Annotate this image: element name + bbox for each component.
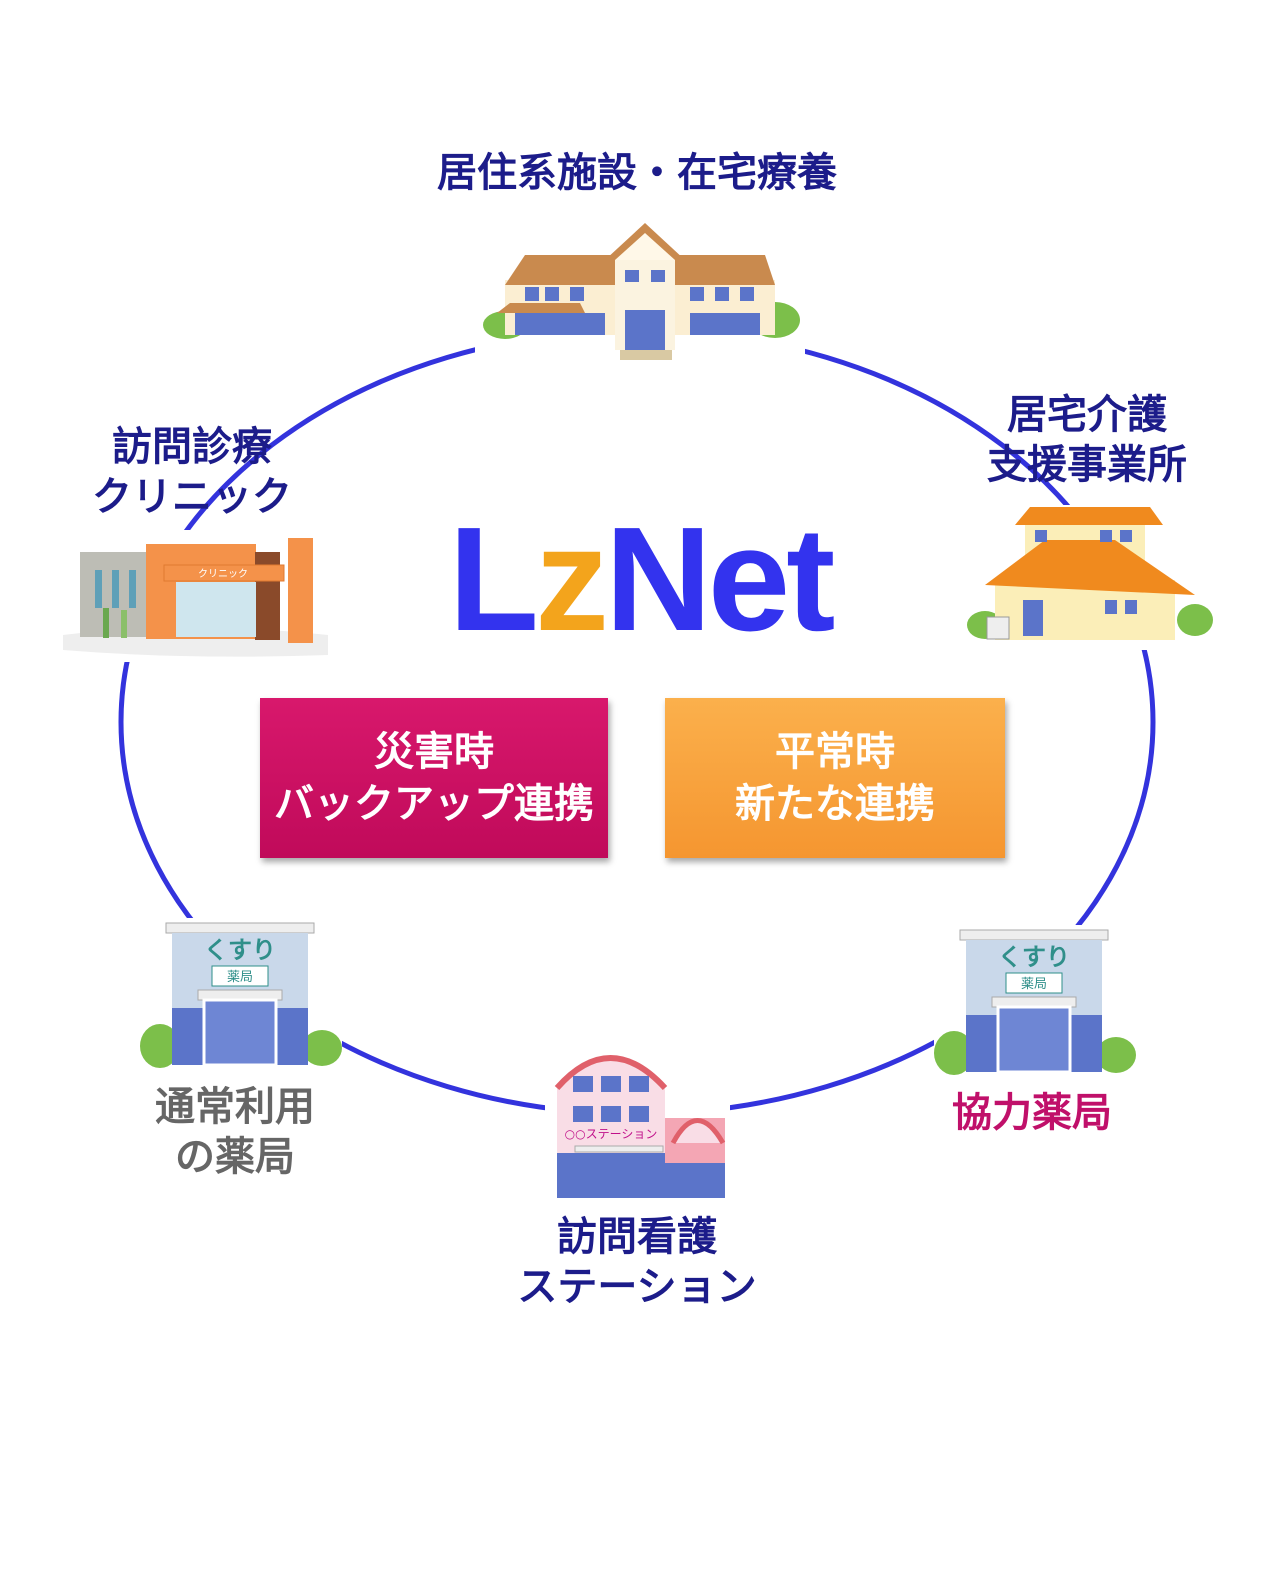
box-line: 平常時 (775, 729, 895, 775)
label-line: 居宅介護 (1007, 392, 1167, 438)
pharmacy-sign-top: くすり (204, 936, 276, 964)
label-clinic: 訪問診療クリニック (92, 422, 292, 522)
pharmacy-sign-top: くすり (998, 943, 1070, 971)
box-line: 災害時 (374, 729, 494, 775)
label-residential: 居住系施設・在宅療養 (437, 150, 837, 196)
station-sign: ○○ステーション (565, 1127, 658, 1141)
lznet-logo: LzNet (440, 505, 840, 655)
logo-part: z (534, 497, 609, 662)
label-nursing-station: 訪問看護ステーション (517, 1212, 756, 1312)
care-support-house-icon (965, 505, 1215, 650)
logo-part: Net (604, 497, 835, 662)
residential-building-icon (475, 215, 805, 375)
label-line: 支援事業所 (987, 442, 1187, 488)
box-line: 新たな連携 (735, 781, 935, 827)
label-care-support: 居宅介護支援事業所 (987, 390, 1187, 490)
logo-part: L (448, 497, 539, 662)
nursing-station-icon: ○○ステーション (545, 1038, 730, 1198)
pharmacy-sign: 薬局 (1021, 977, 1047, 992)
label-partner-pharmacy: 協力薬局 (952, 1090, 1112, 1136)
partner-pharmacy-icon: くすり 薬局 (934, 925, 1136, 1075)
regular-pharmacy-icon: くすり 薬局 (140, 918, 342, 1068)
label-line: 通常利用 (155, 1084, 315, 1130)
label-line: 訪問診療 (112, 424, 272, 470)
label-line: ステーション (517, 1264, 757, 1310)
box-line: バックアップ連携 (274, 781, 594, 827)
label-line: の薬局 (175, 1134, 295, 1180)
label-line: 訪問看護 (556, 1214, 717, 1260)
clinic-sign: クリニック (198, 568, 248, 580)
label-regular-pharmacy: 通常利用の薬局 (155, 1082, 315, 1182)
disaster-backup-box: 災害時バックアップ連携 (260, 698, 608, 858)
label-line: クリニック (92, 474, 292, 520)
normal-collaboration-box: 平常時新たな連携 (665, 698, 1005, 858)
clinic-building-icon: クリニック (58, 530, 333, 662)
pharmacy-sign: 薬局 (227, 970, 253, 985)
